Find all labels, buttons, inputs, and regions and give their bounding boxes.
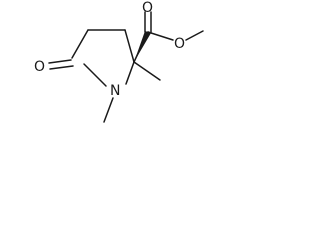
structure-canvas: O N O O [0, 0, 210, 143]
atom-label-ring-nitrogen: N [110, 83, 120, 99]
bond-c2-n1 [83, 63, 107, 87]
atom-label-carbonyl-oxygen: O [34, 59, 45, 75]
skeletal-structure: O N O O [34, 0, 204, 123]
stereo-wedge [134, 31, 151, 62]
bond-o-methyl [185, 30, 204, 41]
bond-n1-c5 [125, 61, 135, 85]
bond-c2-c3 [71, 29, 89, 59]
bond-ester-c-o [147, 31, 174, 41]
bond-c2-o-double-a [48, 59, 72, 64]
bond-c2-o-double-b [49, 65, 74, 70]
bond-c4-c5 [124, 29, 135, 63]
bond-c5-methyl [133, 61, 161, 81]
atom-label-ester-carbonyl-oxygen: O [142, 0, 153, 16]
bond-n-methyl [103, 97, 114, 123]
atom-label-ester-ether-oxygen: O [174, 36, 185, 52]
